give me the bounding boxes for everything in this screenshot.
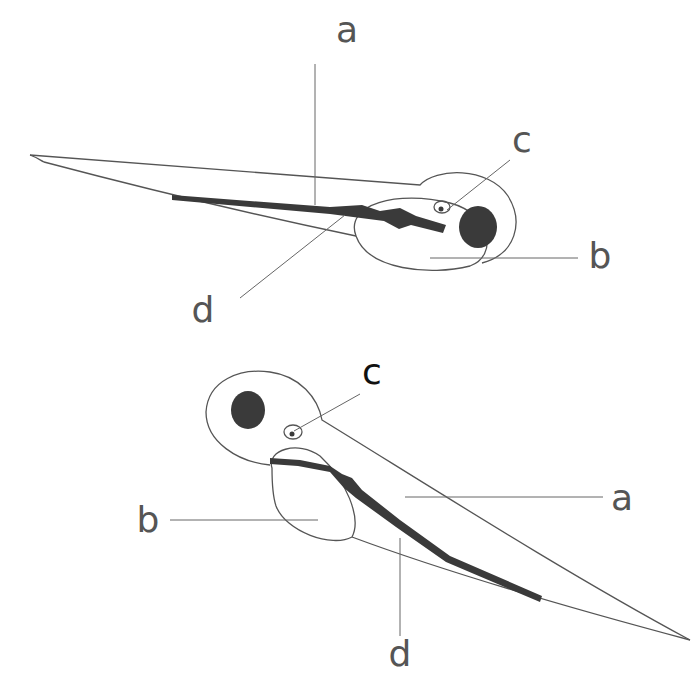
dark-band [172, 195, 446, 233]
dark-band [270, 458, 542, 602]
leader-line [405, 497, 603, 498]
leader-line [400, 538, 401, 636]
otic-vesicle [434, 201, 450, 213]
leader-line [315, 64, 316, 205]
leader-line [240, 215, 345, 298]
callout-letter: b [137, 502, 160, 538]
leader-line [294, 394, 360, 431]
callout-letter: d [389, 636, 412, 672]
body-outline [206, 371, 690, 640]
callout-letter: a [336, 12, 358, 48]
body-outline [30, 155, 356, 236]
callout-letter: c [512, 122, 532, 158]
otolith [290, 432, 295, 437]
eye [231, 391, 265, 429]
top-larva [30, 155, 516, 270]
callout-letter: c [362, 354, 382, 390]
leader-line [430, 258, 578, 259]
leader-line [170, 520, 318, 521]
otolith [439, 207, 444, 212]
callout-letter: a [611, 480, 633, 516]
eye [459, 206, 497, 248]
callout-letter: b [589, 238, 612, 274]
bottom-larva [206, 371, 690, 640]
leader-lines [170, 64, 603, 636]
otic-vesicle [284, 425, 302, 439]
callout-letter: d [192, 292, 215, 328]
body-outline [30, 155, 516, 263]
leader-line [447, 160, 510, 210]
